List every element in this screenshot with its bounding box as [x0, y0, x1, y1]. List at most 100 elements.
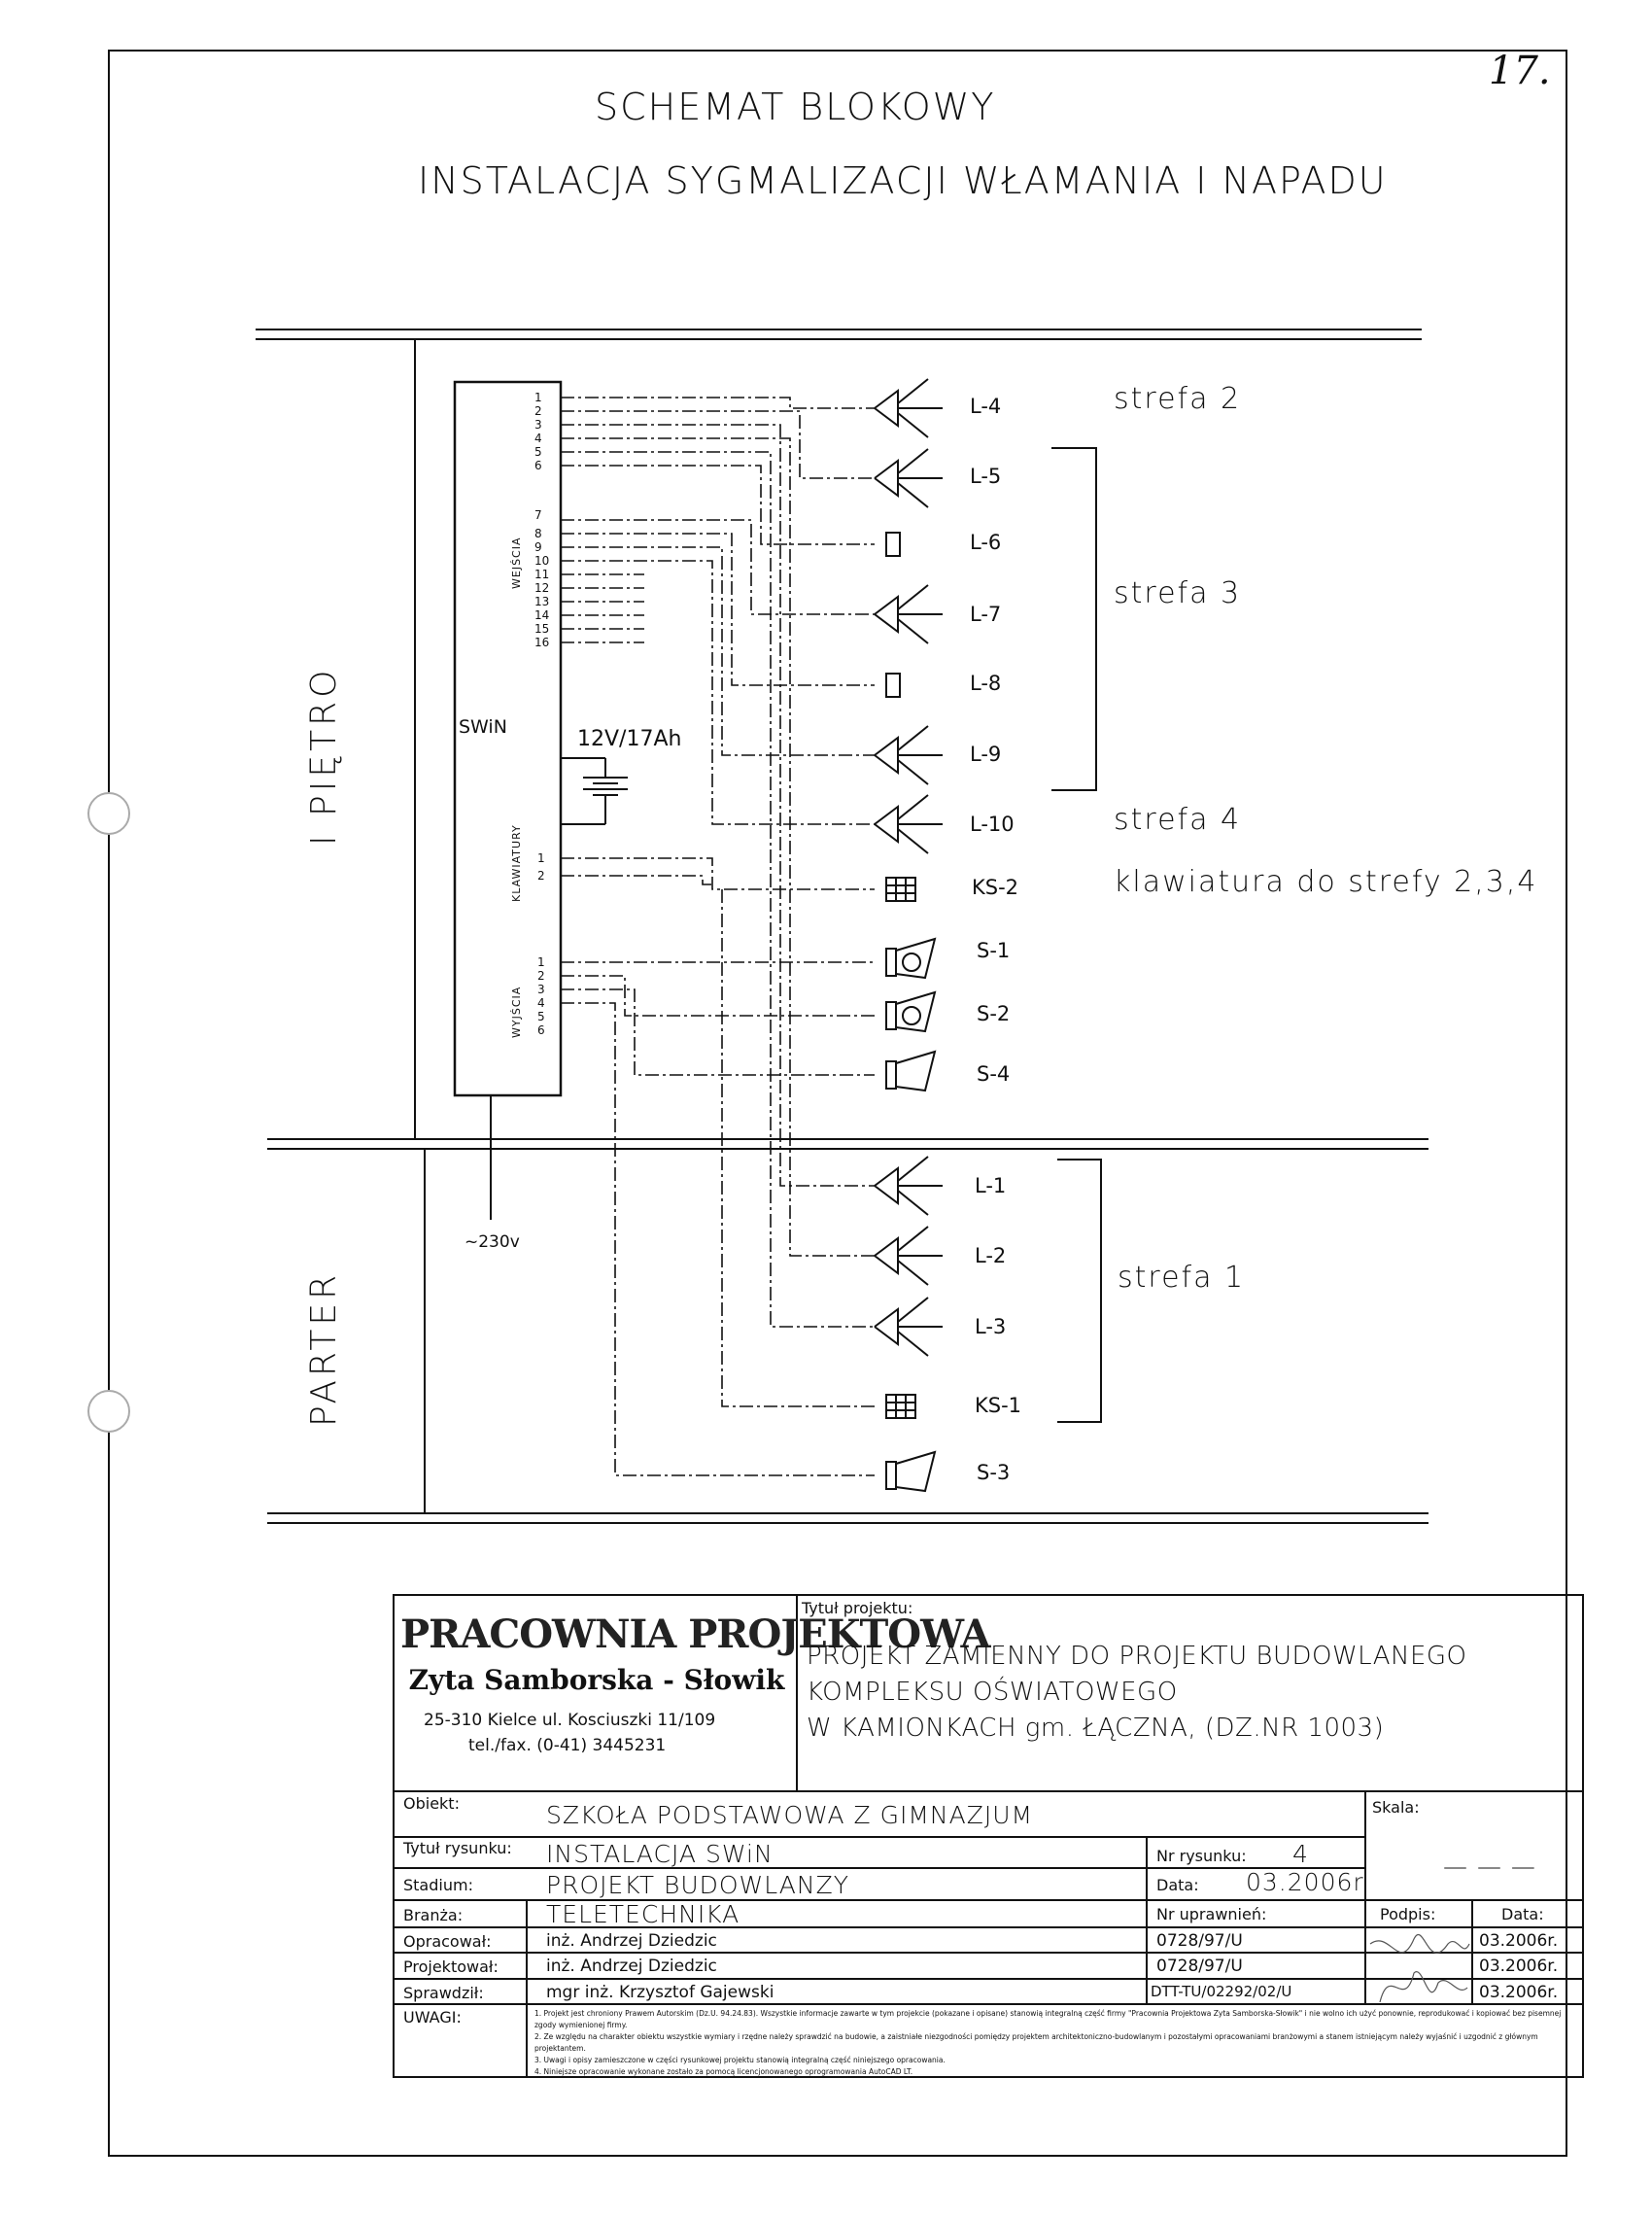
- stage-label: Stadium:: [403, 1876, 473, 1894]
- person-license: DTT-TU/02292/02/U: [1151, 1983, 1292, 2000]
- role-label: Opracował:: [403, 1932, 492, 1951]
- keypad-zones-label: klawiatura do strefy 2,3,4: [1114, 865, 1538, 899]
- project-title-line: KOMPLEKSU OŚWIATOWEGO: [807, 1678, 1178, 1707]
- floor-label-ground: PARTER: [304, 1270, 344, 1427]
- object-value: SZKOŁA PODSTAWOWA Z GIMNAZJUM: [546, 1801, 1034, 1829]
- company-phone: tel./fax. (0-41) 3445231: [468, 1736, 667, 1755]
- page-number: 17.: [1489, 49, 1551, 93]
- floor-label-upper: I PIĘTRO: [304, 666, 344, 846]
- project-title-line: W KAMIONKACH gm. ŁĄCZNA, (DZ.NR 1003): [807, 1714, 1385, 1743]
- input-pin-11: 11: [534, 568, 550, 581]
- note-item: 3. Uwagi i opisy zamieszczone w części r…: [534, 2056, 946, 2064]
- device-label: S-1: [977, 939, 1011, 962]
- stage-value: PROJEKT BUDOWLANZY: [546, 1871, 849, 1899]
- date-value: 03.2006r.: [1246, 1868, 1371, 1896]
- device-label: L-3: [975, 1315, 1007, 1338]
- input-pin-10: 10: [534, 554, 550, 568]
- output-pin-4: 4: [537, 996, 545, 1010]
- input-pin-3: 3: [534, 418, 542, 432]
- keypad-pin-1: 1: [537, 851, 545, 865]
- output-pin-2: 2: [537, 969, 545, 983]
- project-title-label: Tytuł projektu:: [802, 1599, 913, 1617]
- signatures: [1369, 1933, 1470, 2003]
- device-label: KS-2: [972, 876, 1019, 899]
- device-label: L-10: [970, 813, 1015, 836]
- device-label: L-5: [970, 465, 1002, 488]
- input-pin-12: 12: [534, 581, 550, 595]
- device-label: L-6: [970, 531, 1002, 554]
- input-pin-14: 14: [534, 608, 550, 622]
- input-pin-15: 15: [534, 622, 550, 636]
- person-name: mgr inż. Krzysztof Gajewski: [546, 1983, 774, 2002]
- input-pin-8: 8: [534, 527, 542, 540]
- device-label: S-4: [977, 1062, 1011, 1086]
- person-name: inż. Andrzej Dziedzic: [546, 1957, 717, 1976]
- device-label: L-2: [975, 1244, 1007, 1267]
- company-logo-owner: Zyta Samborska - Słowik: [408, 1664, 785, 1696]
- zone-label-4: strefa 4: [1114, 803, 1242, 837]
- device-label: L-7: [970, 603, 1002, 626]
- device-label: KS-1: [975, 1394, 1022, 1417]
- role-label: Projektował:: [403, 1957, 499, 1976]
- person-date: 03.2006r.: [1479, 1931, 1559, 1951]
- keypads-group-label: KLAWIATURY: [510, 824, 523, 902]
- input-pin-1: 1: [534, 391, 542, 404]
- note-item: 4. Niniejsze opracowanie wykonane został…: [534, 2067, 913, 2076]
- company-logo-name: PRACOWNIA PROJEKTOWA: [400, 1611, 991, 1657]
- note-item: 2. Ze względu na charakter obiektu wszys…: [534, 2032, 1538, 2053]
- role-label: Sprawdził:: [403, 1984, 484, 2002]
- person-name: inż. Andrzej Dziedzic: [546, 1931, 717, 1951]
- panel-name: SWiN: [459, 716, 507, 738]
- company-address: 25-310 Kielce ul. Kosciuszki 11/109: [424, 1711, 716, 1730]
- input-pin-13: 13: [534, 595, 550, 608]
- mains-label: ~230v: [465, 1232, 520, 1252]
- notes-list: 1. Projekt jest chroniony Prawem Autorsk…: [534, 2008, 1574, 2078]
- scale-value: — — —: [1443, 1853, 1536, 1881]
- device-label: L-1: [975, 1174, 1007, 1197]
- input-pin-5: 5: [534, 445, 542, 459]
- scale-label: Skala:: [1372, 1798, 1420, 1817]
- person-license: 0728/97/U: [1156, 1931, 1243, 1951]
- project-title-line: PROJEKT ZAMIENNY DO PROJEKTU BUDOWLANEGO: [807, 1642, 1467, 1671]
- input-pin-6: 6: [534, 459, 542, 472]
- input-pin-4: 4: [534, 432, 542, 445]
- zone-label-3: strefa 3: [1114, 576, 1242, 610]
- input-pin-7: 7: [534, 508, 542, 522]
- zone-label-1: strefa 1: [1118, 1261, 1246, 1295]
- person-date: 03.2006r.: [1479, 1957, 1559, 1976]
- drawing-number-label: Nr rysunku:: [1156, 1847, 1247, 1865]
- device-label: S-3: [977, 1461, 1011, 1484]
- person-license: 0728/97/U: [1156, 1957, 1243, 1976]
- drawing-title-label: Tytuł rysunku:: [403, 1839, 512, 1857]
- outputs-group-label: WYJŚCIA: [510, 986, 523, 1038]
- input-pin-9: 9: [534, 540, 542, 554]
- device-label: L-9: [970, 743, 1002, 766]
- keypad-pin-2: 2: [537, 869, 545, 883]
- sign-label: Podpis:: [1380, 1905, 1436, 1923]
- person-date: 03.2006r.: [1479, 1983, 1559, 2002]
- date-label: Data:: [1156, 1876, 1199, 1894]
- drawing-title-value: INSTALACJA SWiN: [546, 1840, 774, 1868]
- branch-label: Branża:: [403, 1906, 464, 1924]
- device-label: S-2: [977, 1002, 1011, 1025]
- object-label: Obiekt:: [403, 1794, 460, 1813]
- zone-label-2: strefa 2: [1114, 382, 1242, 416]
- diagram-subtitle: INSTALACJA SYGMALIZACJI WŁAMANIA I NAPAD…: [418, 159, 1388, 202]
- output-pin-3: 3: [537, 983, 545, 996]
- date-column-label: Data:: [1501, 1905, 1544, 1923]
- input-pin-2: 2: [534, 404, 542, 418]
- output-pin-6: 6: [537, 1023, 545, 1037]
- diagram-title: SCHEMAT BLOKOWY: [595, 86, 996, 128]
- device-label: L-4: [970, 395, 1002, 418]
- notes-label: UWAGI:: [403, 2008, 462, 2026]
- battery-label: 12V/17Ah: [577, 727, 682, 751]
- branch-value: TELETECHNIKA: [546, 1900, 740, 1928]
- output-pin-1: 1: [537, 955, 545, 969]
- drawing-number: 4: [1292, 1840, 1309, 1868]
- project-title: PROJEKT ZAMIENNY DO PROJEKTU BUDOWLANEGO…: [807, 1639, 1467, 1747]
- license-label: Nr uprawnień:: [1156, 1905, 1267, 1923]
- device-label: L-8: [970, 672, 1002, 695]
- output-pin-5: 5: [537, 1010, 545, 1023]
